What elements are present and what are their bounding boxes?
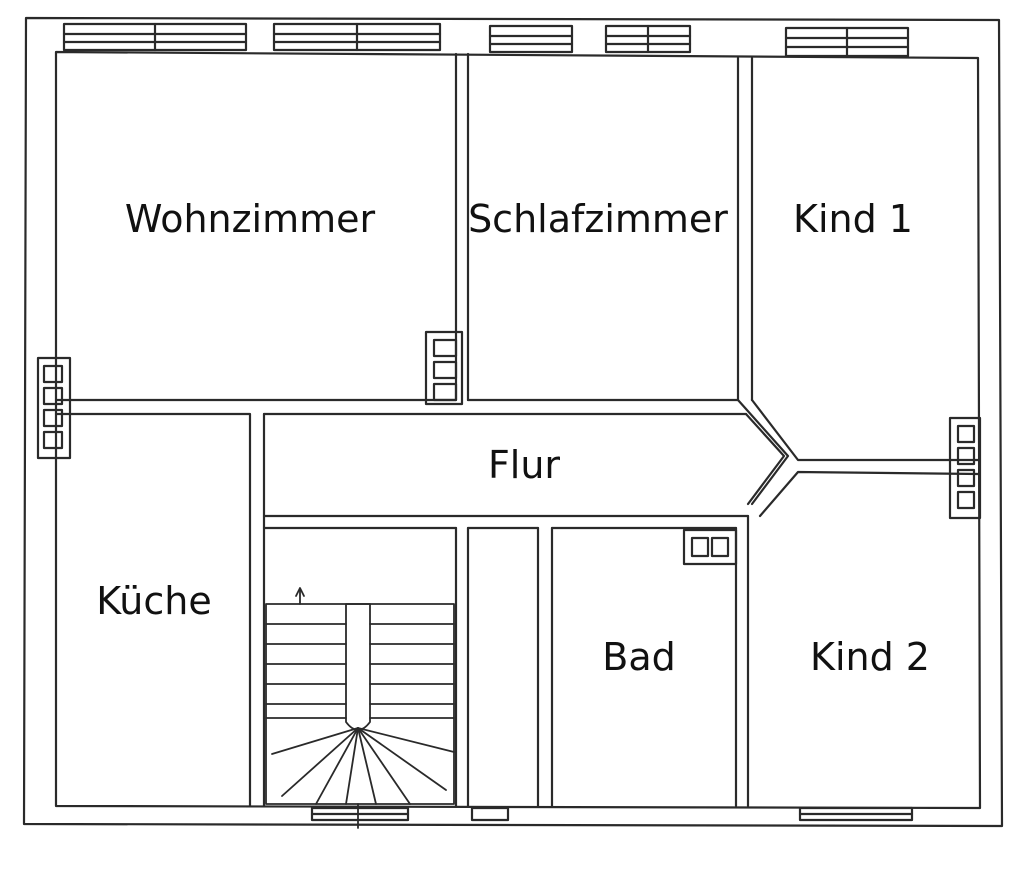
room-label-kind-2: Kind 2 [810,635,930,679]
outer-wall-outer-line [22,16,1004,828]
wall-lower-rooms [262,514,750,808]
window-3 [488,24,574,54]
room-label-kind-1: Kind 1 [793,197,913,241]
outer-walls [22,16,1004,828]
chimney-center [424,330,464,406]
window-bottom-2 [470,806,510,822]
windows-top [62,22,910,58]
staircase [265,587,455,829]
room-label-bad: Bad [602,635,675,679]
room-label-schlafzimmer: Schlafzimmer [468,197,728,241]
windows-bottom [310,806,914,822]
room-label-wohnzimmer: Wohnzimmer [125,197,376,241]
chimney-bad [682,528,738,566]
room-label-flur: Flur [488,443,560,487]
room-label-kueche: Küche [96,579,211,623]
wall-top-rooms [54,52,754,808]
outer-wall-inner-line [54,50,982,810]
chimney-right [948,416,982,520]
room-labels: Wohnzimmer Schlafzimmer Kind 1 Flur Küch… [96,197,930,679]
wall-flur-slant [736,398,980,518]
chimney-left [36,356,72,460]
